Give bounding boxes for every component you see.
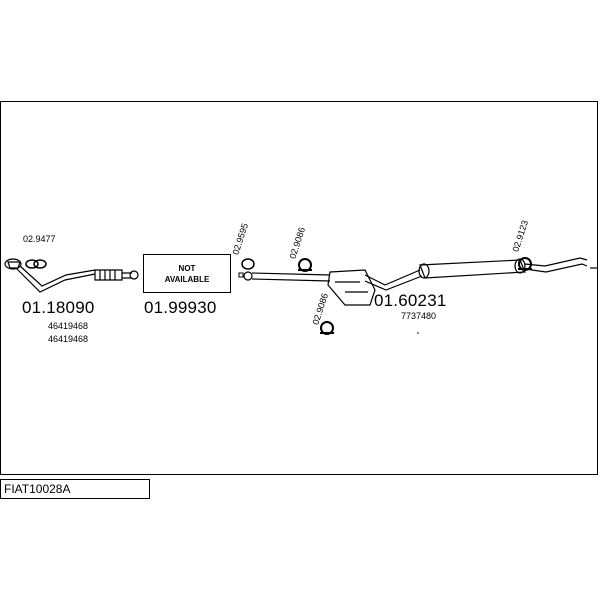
hanger-drawings <box>298 257 532 335</box>
rear-part-oem: 7737480 <box>401 311 437 321</box>
gasket-ring-drawing <box>241 258 255 270</box>
rear-system-drawing <box>243 257 597 306</box>
diagram-frame <box>0 101 598 475</box>
model-code-box: FIAT10028A <box>0 479 150 499</box>
middle-part-code: 01.99930 <box>144 298 217 317</box>
model-code: FIAT10028A <box>4 482 71 496</box>
connector-mark <box>238 272 244 278</box>
gasket-front-drawing <box>25 259 47 269</box>
rear-part-code: 01.60231 <box>374 291 447 310</box>
gasket-front-code: 02.9477 <box>23 234 56 244</box>
front-pipe-oem-1: 46419468 <box>48 321 89 331</box>
front-pipe-code: 01.18090 <box>22 298 95 317</box>
not-available-box: NOT AVAILABLE <box>143 254 231 293</box>
not-available-label: NOT AVAILABLE <box>164 264 210 284</box>
front-pipe-oem-2: 46419468 <box>48 334 89 344</box>
front-pipe-drawing <box>4 258 139 293</box>
